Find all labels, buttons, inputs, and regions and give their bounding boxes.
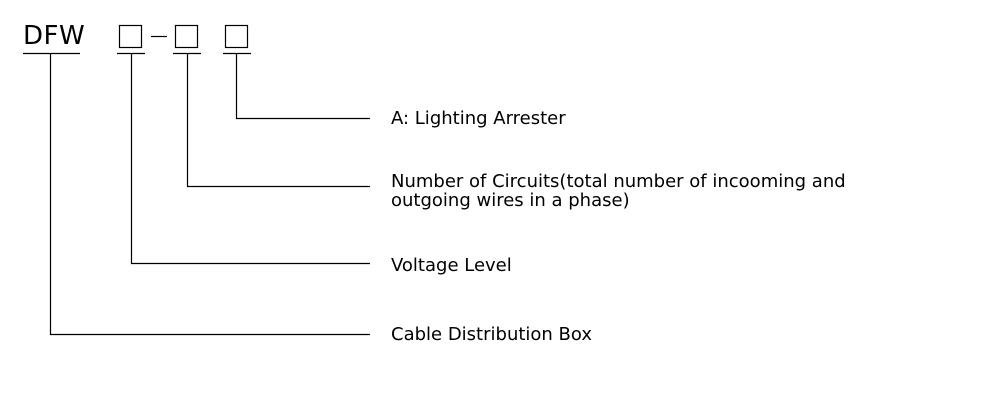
voltage-level-label: Voltage Level	[391, 255, 512, 276]
circuits-leader-line	[186, 53, 370, 188]
arrester-placeholder-box	[224, 24, 249, 49]
circuits-placeholder-box	[174, 24, 199, 49]
lighting-arrester-label: A: Lighting Arrester	[391, 108, 566, 129]
voltage-placeholder-box	[118, 24, 143, 49]
number-of-circuits-label-line1: Number of Circuits(total number of incoo…	[391, 171, 846, 192]
cable-box-leader-line	[49, 53, 370, 336]
model-prefix: DFW	[23, 21, 86, 51]
number-of-circuits-label: Number of Circuits(total number of incoo…	[391, 172, 846, 210]
arrester-leader-line	[235, 53, 370, 120]
number-of-circuits-label-line2: outgoing wires in a phase)	[391, 190, 630, 211]
voltage-leader-line	[130, 53, 370, 265]
cable-distribution-box-label: Cable Distribution Box	[391, 324, 593, 345]
